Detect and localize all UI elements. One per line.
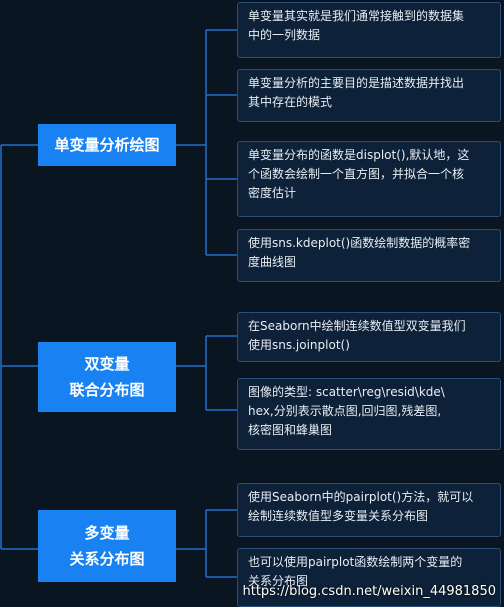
leaf-line: hex,分别表示散点图,回归图,残差图, [248, 404, 442, 418]
leaf-line: 单变量其实就是我们通常接触到的数据集 [248, 9, 465, 23]
watermark-url: https://blog.csdn.net/weixin_44981850 [242, 584, 496, 599]
branch-multivariate[interactable]: 多变量 关系分布图 [38, 510, 176, 582]
leaf-bivariate-kinds[interactable]: 图像的类型: scatter\reg\resid\kde\ hex,分别表示散点… [237, 378, 501, 450]
leaf-bivariate-jointplot[interactable]: 在Seaborn中绘制连续数值型双变量我们 使用sns.joinplot() [237, 312, 501, 362]
leaf-line: 单变量分布的函数是displot(),默认地，这 [248, 148, 470, 162]
branch-bivariate-label-line1: 双变量 [84, 355, 130, 373]
branch-multivariate-label-line1: 多变量 [84, 524, 130, 542]
leaf-line: 绘制连续数值型多变量关系分布图 [248, 509, 429, 523]
leaf-line: 度曲线图 [248, 255, 297, 269]
leaf-line: 使用Seaborn中的pairplot()方法，就可以 [248, 490, 474, 504]
branch2-connector [176, 335, 237, 411]
branch-bivariate-label-line2: 联合分布图 [69, 381, 145, 399]
branch3-connector [176, 509, 237, 578]
leaf-line: 单变量分析的主要目的是描述数据并找出 [248, 76, 465, 90]
leaf-line: 个函数会绘制一个直方图，并拟合一个核 [248, 167, 465, 181]
branch-univariate[interactable]: 单变量分析绘图 [38, 124, 176, 166]
leaf-line: 在Seaborn中绘制连续数值型双变量我们 [248, 319, 466, 333]
leaf-line: 使用sns.kdeplot()函数绘制数据的概率密 [248, 236, 471, 250]
leaf-line: 关系分布图 [248, 574, 309, 588]
leaf-multivariate-pairplot[interactable]: 使用Seaborn中的pairplot()方法，就可以 绘制连续数值型多变量关系… [237, 483, 501, 537]
leaf-line: 中的一列数据 [248, 28, 321, 42]
leaf-line: 密度估计 [248, 186, 297, 200]
leaf-univariate-displot[interactable]: 单变量分布的函数是displot(),默认地，这 个函数会绘制一个直方图，并拟合… [237, 141, 501, 217]
leaf-line: 使用sns.joinplot() [248, 338, 350, 352]
leaf-line: 图像的类型: scatter\reg\resid\kde\ [248, 385, 445, 399]
leaf-line: 也可以使用pairplot函数绘制两个变量的 [248, 555, 463, 569]
leaf-line: 其中存在的模式 [248, 95, 333, 109]
branch-univariate-label: 单变量分析绘图 [54, 136, 160, 154]
branch1-connector [176, 29, 237, 256]
leaf-univariate-purpose[interactable]: 单变量分析的主要目的是描述数据并找出 其中存在的模式 [237, 69, 501, 122]
leaf-univariate-kdeplot[interactable]: 使用sns.kdeplot()函数绘制数据的概率密 度曲线图 [237, 229, 501, 282]
leaf-line: 核密图和蜂巢图 [248, 423, 333, 437]
branch-multivariate-label-line2: 关系分布图 [69, 550, 145, 568]
branch-bivariate[interactable]: 双变量 联合分布图 [38, 342, 176, 412]
leaf-univariate-definition[interactable]: 单变量其实就是我们通常接触到的数据集 中的一列数据 [237, 2, 501, 58]
